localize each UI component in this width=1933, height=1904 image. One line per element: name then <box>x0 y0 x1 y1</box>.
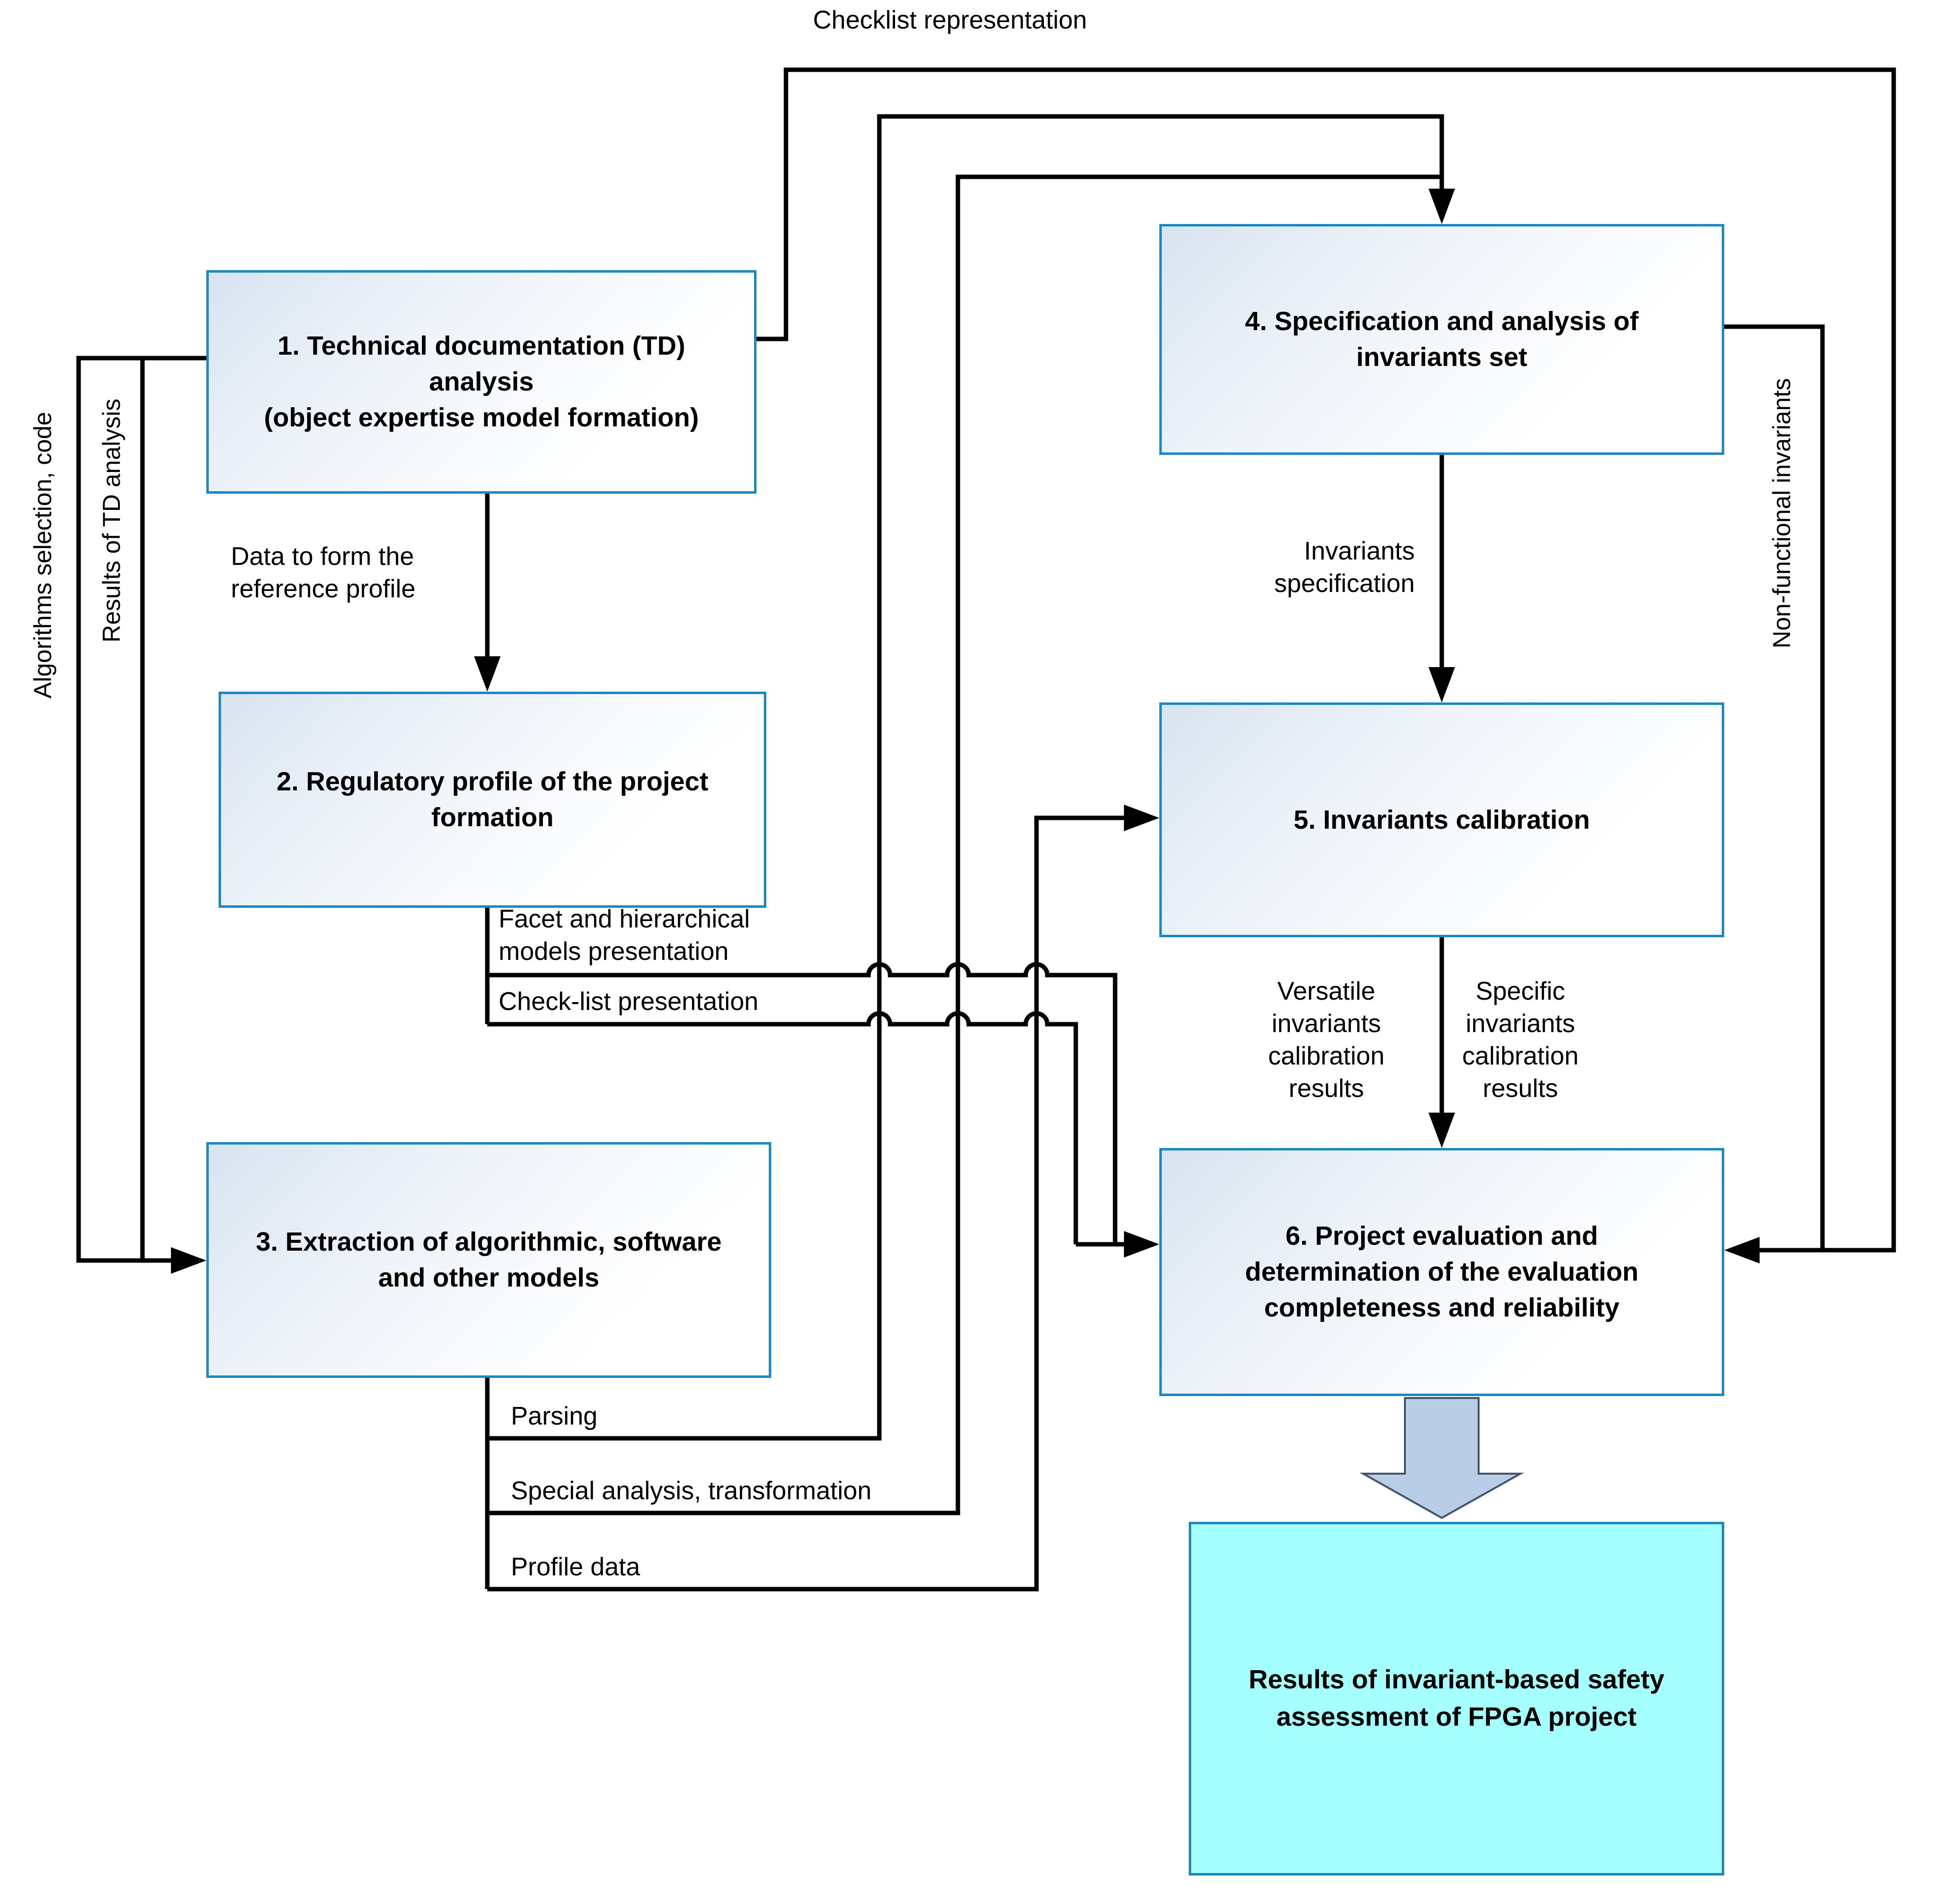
arrowhead-box6-left-icon <box>1124 1231 1159 1258</box>
arrowhead-box4-top-icon <box>1429 189 1455 224</box>
edge-non-functional <box>1724 324 1825 1252</box>
label-data-to-form: Data to form the reference profile <box>231 542 416 604</box>
label-parsing: Parsing <box>511 1402 598 1430</box>
arrowhead-box2-top-icon <box>474 656 501 692</box>
edge-parsing <box>487 114 1444 1441</box>
arrowhead-box6-right-icon <box>1724 1237 1760 1263</box>
label-results-of-td: Results of TD analysis <box>98 398 125 643</box>
label-facet-models: Facet and hierarchical models presentati… <box>499 905 750 966</box>
label-special-analysis: Special analysis, transformation <box>511 1477 872 1505</box>
label-specific-results: Specific invariants calibration results <box>1462 977 1579 1103</box>
arrowhead-box3-left-icon <box>171 1247 206 1274</box>
box-5-invariants-calibration: 5. Invariants calibration <box>1159 702 1724 937</box>
box-6-project-evaluation: 6. Project evaluation and determination … <box>1159 1148 1724 1396</box>
label-checklist-presentation: Check-list presentation <box>499 987 758 1016</box>
box-1-td-analysis: 1. Technical documentation (TD) analysis… <box>206 270 756 494</box>
box-3-extraction-models: 3. Extraction of algorithmic, software a… <box>206 1142 771 1378</box>
edge-profile-data <box>487 815 1125 1592</box>
arrowhead-box5-left-icon <box>1124 805 1159 831</box>
box-4-specification-invariants: 4. Specification and analysis of invaria… <box>1159 224 1724 455</box>
label-versatile-results: Versatile invariants calibration results <box>1268 977 1385 1103</box>
arrowhead-box6-top-icon <box>1429 1113 1455 1148</box>
edge-checklist <box>756 67 1896 1253</box>
edge-box1-box3-outer <box>76 356 206 1263</box>
label-checklist-representation: Checklist representation <box>813 6 1087 34</box>
edge-special-analysis <box>487 174 1442 1515</box>
label-non-functional: Non-functional invariants <box>1768 378 1795 649</box>
arrowhead-box5-top-icon <box>1429 667 1455 702</box>
label-profile-data: Profile data <box>511 1553 641 1581</box>
label-algorithms-selection: Algorithms selection, code <box>29 412 56 699</box>
box-2-regulatory-profile: 2. Regulatory profile of the project for… <box>219 692 766 908</box>
big-down-arrow-icon <box>1359 1397 1524 1519</box>
label-invariants-specification: Invariants specification <box>1274 537 1415 598</box>
result-box: Results of invariant-based safety assess… <box>1189 1522 1724 1876</box>
